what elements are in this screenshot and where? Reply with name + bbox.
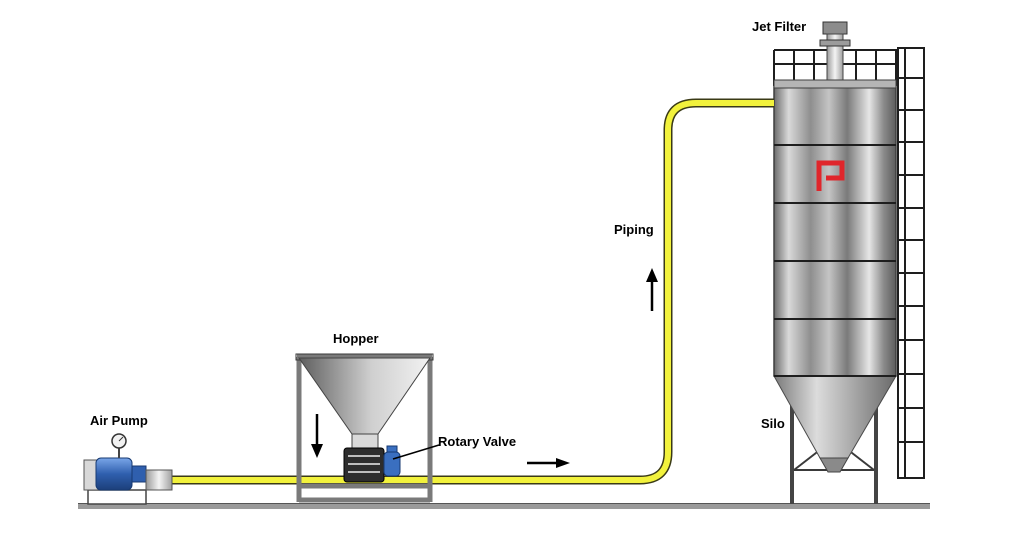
silo-ladder	[897, 47, 925, 479]
silo-ring-seams	[774, 144, 896, 377]
silo-body	[773, 85, 897, 377]
air-pump-label: Air Pump	[90, 413, 148, 428]
up-arrow-icon	[646, 268, 658, 311]
silo-outlet	[819, 457, 849, 473]
silo-roof	[773, 79, 897, 89]
rotary-valve-leader	[392, 444, 440, 460]
rotary-valve-label: Rotary Valve	[438, 434, 517, 449]
ground-line	[78, 504, 930, 509]
pressure-gauge-icon	[111, 433, 127, 449]
jet-filter-label: Jet Filter	[752, 19, 807, 34]
conveying-pipe	[172, 98, 774, 485]
logo-icon	[816, 160, 845, 191]
air-pump	[83, 447, 173, 505]
hopper-neck	[351, 433, 379, 449]
right-arrow-icon	[527, 458, 570, 468]
hopper-cone	[298, 357, 431, 435]
hopper-frame	[296, 354, 433, 503]
silo-label: Silo	[761, 416, 785, 431]
hopper-label: Hopper	[333, 331, 379, 346]
ground-line-edge	[78, 503, 930, 504]
down-arrow-icon	[311, 414, 323, 458]
piping-label: Piping	[614, 222, 654, 237]
jet-filter	[819, 21, 851, 81]
conveying-pipe-fill	[172, 100, 774, 483]
